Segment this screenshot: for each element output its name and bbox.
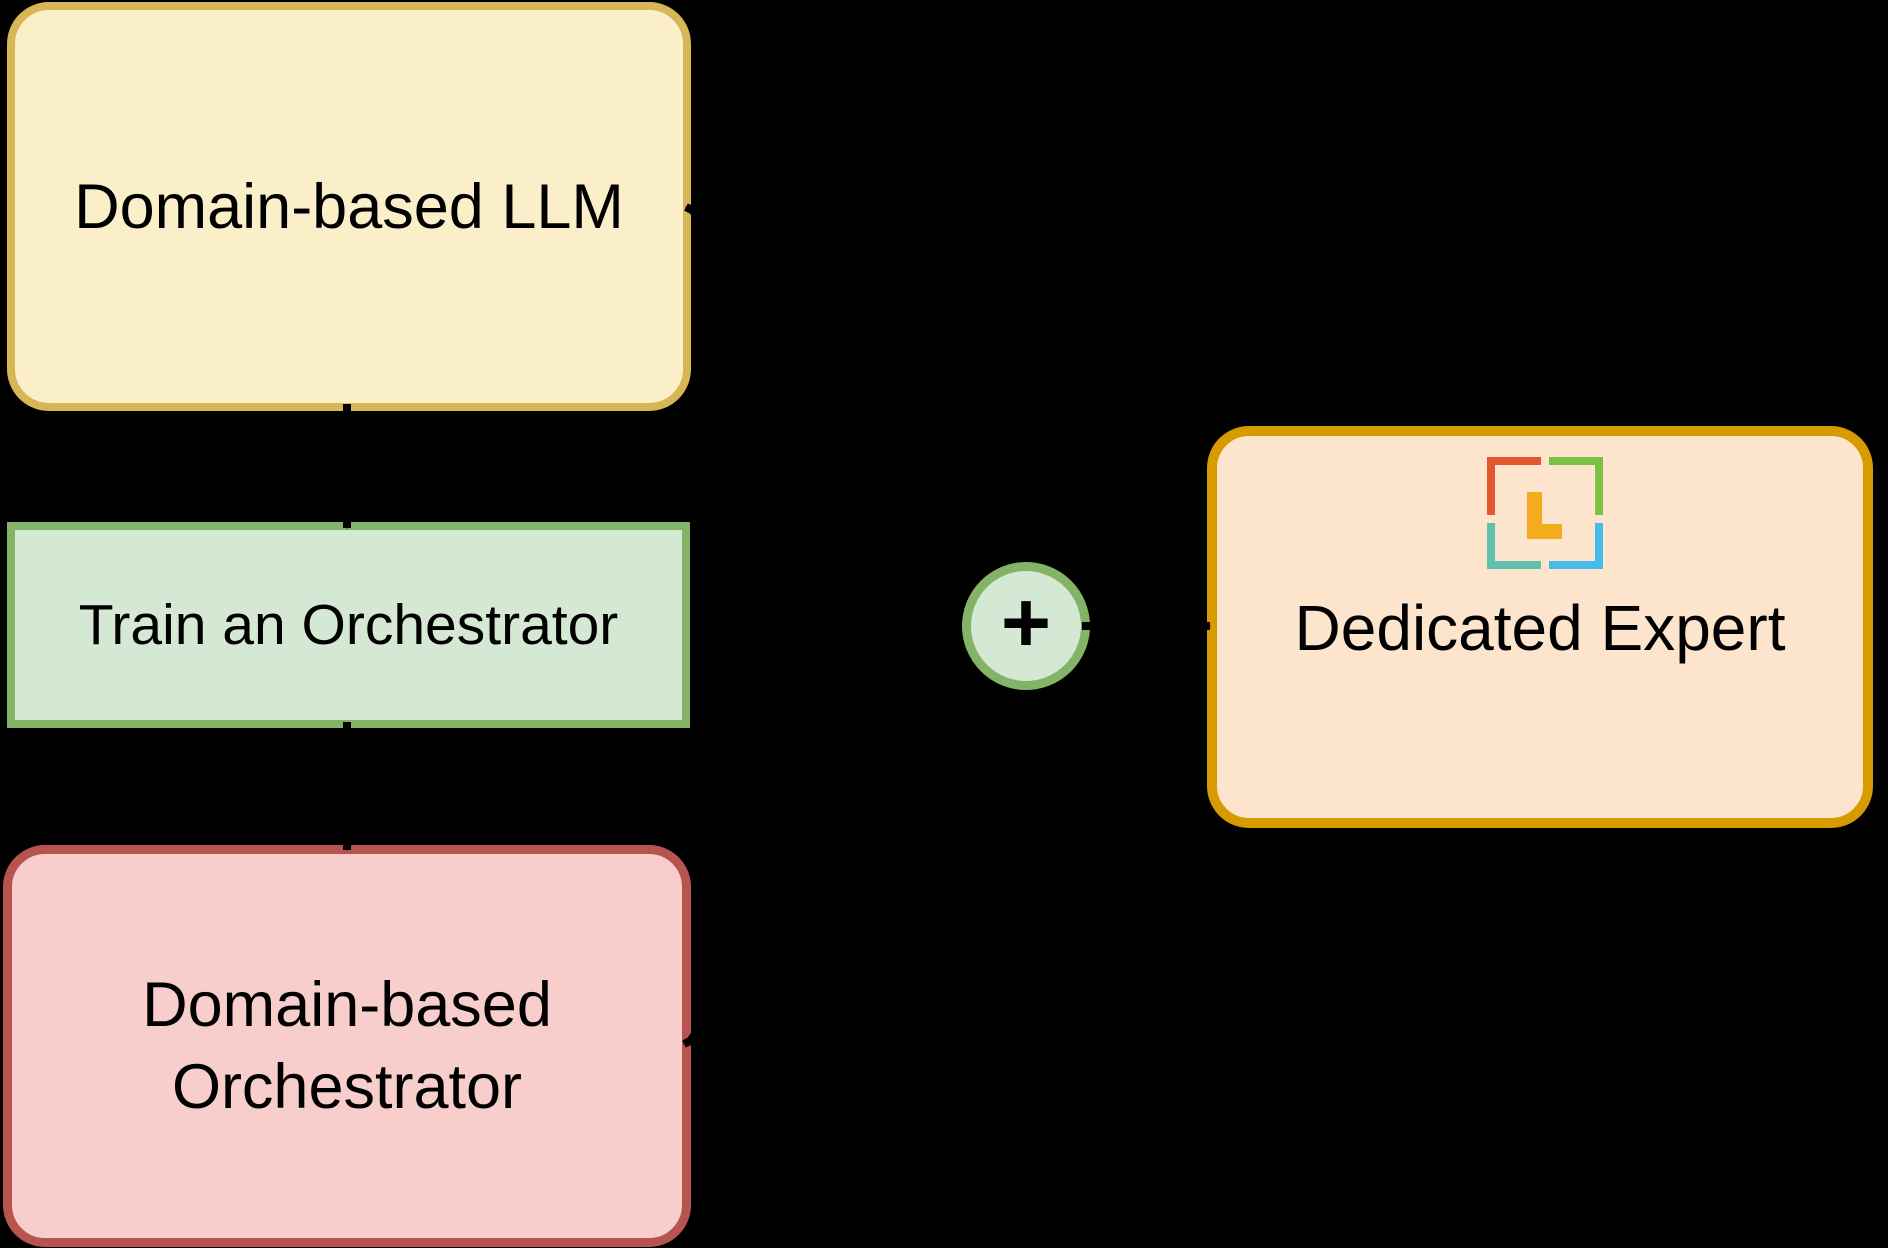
node-dedicated-expert-label: Dedicated Expert bbox=[1294, 592, 1786, 664]
node-domain-based-llm: Domain-based LLM bbox=[7, 2, 691, 411]
node-domain-based-orchestrator: Domain-based Orchestrator bbox=[3, 845, 691, 1247]
logo-bracket-bottom-left bbox=[1487, 523, 1541, 569]
logo-letter-l bbox=[1527, 492, 1562, 539]
node-domain-based-orchestrator-label-line2: Orchestrator bbox=[171, 1052, 523, 1122]
node-train-an-orchestrator: Train an Orchestrator bbox=[7, 522, 690, 728]
edge-dedicated-expert-to-llm bbox=[684, 203, 1207, 474]
node-plus-combiner: + bbox=[962, 562, 1090, 690]
node-domain-based-orchestrator-label-line1: Domain-based bbox=[142, 970, 552, 1040]
logo-bracket-top-left bbox=[1487, 457, 1541, 515]
plus-sign: + bbox=[1000, 575, 1052, 671]
node-dedicated-expert: Dedicated Expert bbox=[1207, 426, 1873, 828]
edge-dedicated-expert-to-domain-orchestrator bbox=[682, 774, 1207, 1048]
node-train-an-orchestrator-label: Train an Orchestrator bbox=[78, 593, 619, 657]
logo-bracket-bottom-right bbox=[1549, 523, 1603, 569]
bracket-l-logo-icon bbox=[1487, 457, 1603, 569]
node-domain-based-llm-label: Domain-based LLM bbox=[74, 171, 624, 242]
logo-bracket-top-right bbox=[1549, 457, 1603, 515]
